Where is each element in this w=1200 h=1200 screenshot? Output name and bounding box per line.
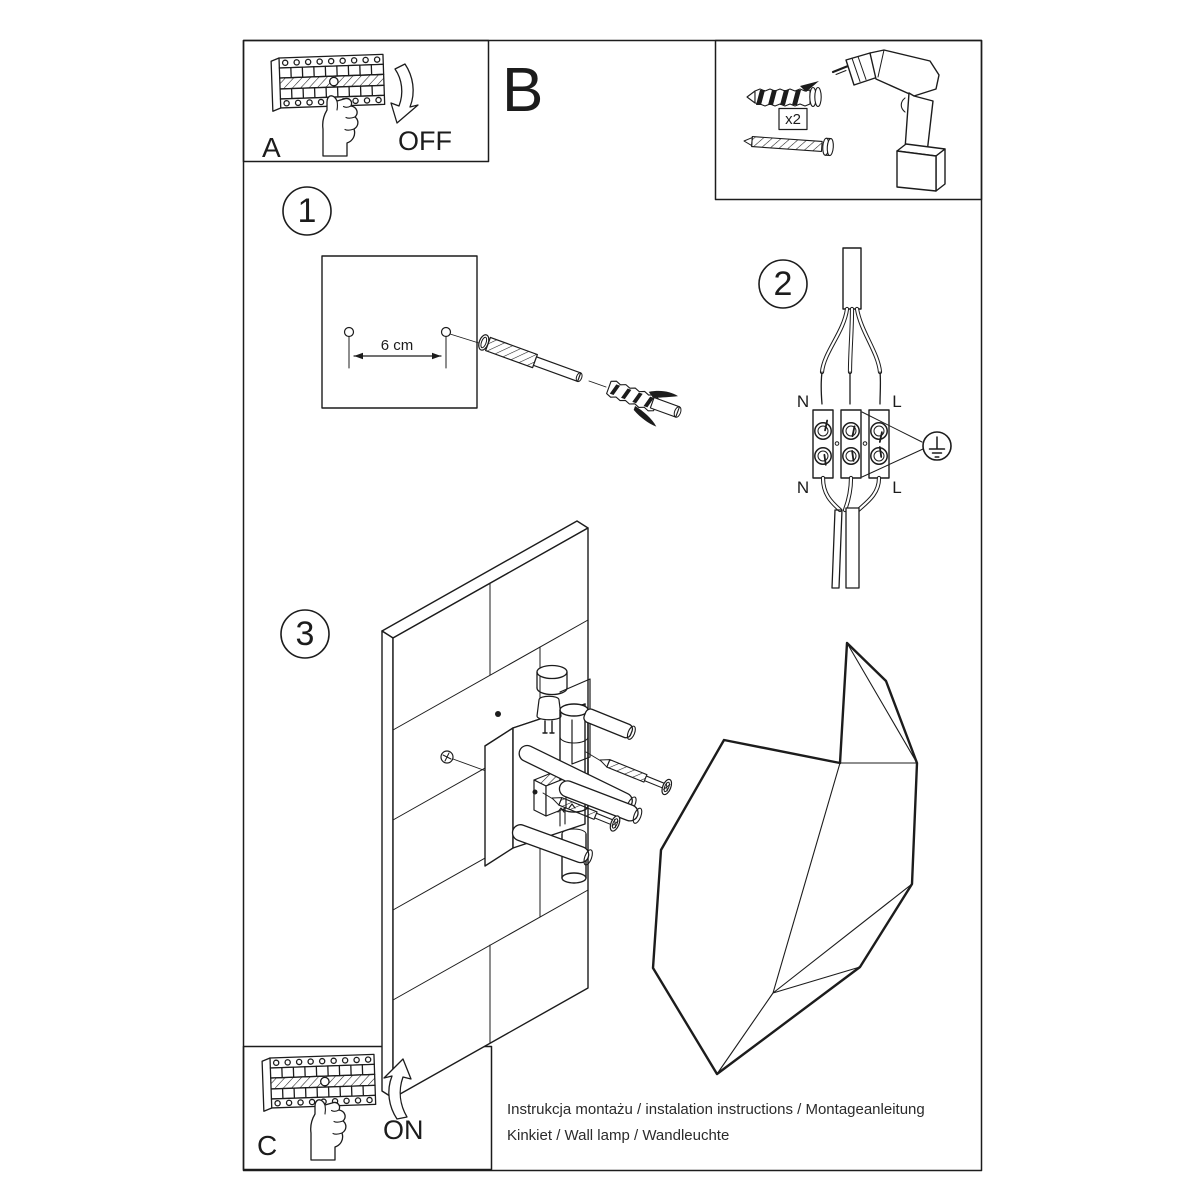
footer-product-line: Kinkiet / Wall lamp / Wandleuchte: [507, 1127, 730, 1144]
supply-wires: [819, 306, 883, 405]
quantity-box: [778, 107, 808, 131]
arrow-down-icon: [390, 63, 419, 124]
page-border: [242, 39, 983, 1172]
drill-hole-right: [440, 326, 452, 338]
lampshade: [651, 641, 919, 1076]
step3-number: 3: [295, 615, 315, 653]
drill-icon: [831, 49, 946, 192]
terminal-n-top: N: [796, 392, 810, 411]
step2-number: 2: [773, 265, 793, 303]
screw-icon: [743, 136, 834, 157]
terminal-l-top: L: [892, 392, 902, 411]
footer-title-line: Instrukcja montażu / instalation instruc…: [507, 1101, 925, 1118]
step2-drawing: [758, 247, 952, 589]
mounting-screw-icon: [478, 334, 583, 383]
step1-marker: [282, 186, 332, 236]
arrow-up-icon: [383, 1058, 412, 1120]
box-a-label: A: [262, 132, 281, 163]
power-cable-sheath: [842, 247, 862, 310]
dimension-arrow: [353, 352, 442, 360]
terminal-block: [812, 409, 890, 479]
hand-icon: [310, 1099, 347, 1161]
step3-marker: [280, 609, 330, 659]
wall-plug-expanded-icon: [606, 380, 682, 427]
hole-distance-label: 6 cm: [380, 337, 414, 354]
drill-hole-left: [343, 326, 355, 338]
step1-number: 1: [297, 192, 317, 230]
step3-drawing: [280, 520, 919, 1099]
parts-box: [743, 49, 946, 192]
terminal-screws: [814, 419, 888, 466]
step2-marker: [758, 259, 808, 309]
mounting-rods: [511, 708, 643, 866]
box-c-label: C: [257, 1130, 278, 1161]
on-label: ON: [383, 1115, 424, 1145]
step1-drawing: [282, 186, 682, 427]
ground-symbol-icon: [922, 431, 952, 461]
fixing-screws: [542, 751, 673, 832]
off-label: OFF: [398, 126, 452, 156]
breaker-box-on: [261, 1053, 412, 1161]
lamp-wires: [820, 475, 882, 589]
terminal-l-bottom: L: [892, 478, 902, 497]
quantity-label: x2: [785, 111, 801, 128]
wall-square: [321, 255, 478, 409]
breaker-box-off: [270, 53, 419, 157]
wall-plug-icon: [746, 81, 822, 108]
box-b-label: B: [502, 56, 544, 125]
terminal-n-bottom: N: [796, 478, 810, 497]
